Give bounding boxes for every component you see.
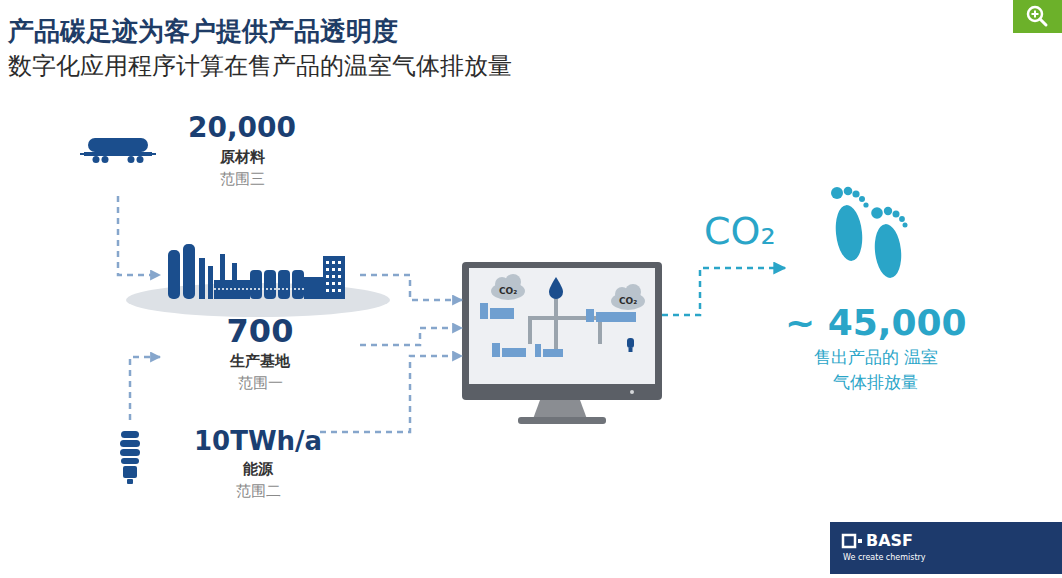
footprints [831,187,908,280]
node-text: CO₂ [619,296,637,307]
footprint-result: ~ 45,000售出产品的 温室气体排放量 [785,175,953,397]
logo-panel [830,522,1062,574]
energy-group: 10TWh/a能源范围二 [110,420,320,506]
node-text: 范围二 [236,480,281,502]
dashed-connector [130,357,160,420]
dashed-connector [118,196,160,275]
factory-icon [126,244,390,317]
dashed-connector [360,328,462,345]
zoom-icon [1013,0,1062,33]
text-column: ~ 45,000售出产品的 温室气体排放量 [785,301,967,395]
text-column: 700生产基地范围一 [160,312,360,394]
text-column: 20,000原材料范围三 [188,110,296,190]
node-value: ~ 45,000 [785,301,967,345]
logo-slogan: We create chemistry [843,553,926,563]
production-site-group: 700生产基地范围一 [160,236,360,406]
node-value: 700 [227,312,294,350]
computer-screen: CO₂ CO₂ [462,262,662,400]
node-text: 售出产品的 温室气体排放量 [811,345,941,395]
computer-monitor [462,262,662,424]
node-value: 20,000 [188,110,296,146]
text-column: 10TWh/a能源范围二 [194,424,322,502]
node-text: 原材料 [220,146,265,168]
title: 产品碳足迹为客户提供产品透明度 [8,14,398,49]
logo-text: BASF [866,531,913,550]
node-text: 范围一 [238,372,283,394]
dashed-connector [320,356,462,432]
energy-bulb-icon [120,431,140,484]
node-text: 生产基地 [230,350,290,372]
rail-tank-car [80,138,156,163]
dashed-connector [360,275,462,300]
node-value: CO₂ [499,286,517,297]
node-text: 范围三 [220,168,265,190]
raw-material-group: 20,000原材料范围三 [80,108,300,196]
node-text: 能源 [243,458,273,480]
dashed-connector [662,268,785,315]
subtitle: 数字化应用程序计算在售产品的温室气体排放量 [8,52,512,81]
node-value: 10TWh/a [194,424,322,458]
edge-label: CO₂ [702,208,778,254]
